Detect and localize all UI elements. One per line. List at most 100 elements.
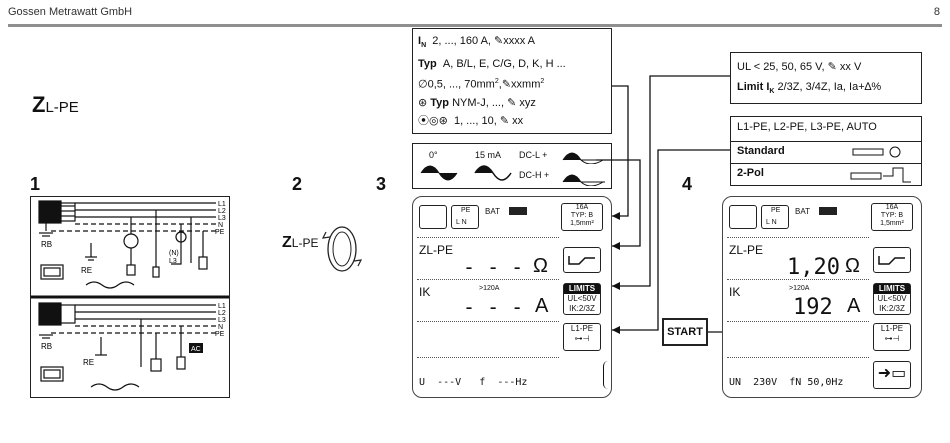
start-button[interactable]: START [662, 318, 708, 346]
ramp-button[interactable] [873, 247, 911, 273]
zlpe-label: ZL-PE [419, 243, 454, 257]
edit-icon: ✎ [507, 96, 517, 109]
pe-label-bottom: PE [215, 331, 225, 338]
edit-icon: ✎ [494, 35, 504, 47]
z-value: - - - [463, 255, 524, 279]
l2-label-bottom: L2 [218, 310, 226, 317]
limits-box: UL < 25, 50, 65 V, ✎ xx V Limit IK 2/3Z,… [730, 52, 922, 104]
ik-range: >120A [789, 285, 810, 292]
ik-unit: A [847, 295, 861, 317]
wave-dch-label: DC-H + [519, 170, 550, 180]
ik-value: 192 [793, 295, 833, 320]
mode-divider-2 [731, 163, 921, 164]
ik-unit: A [535, 295, 549, 317]
l3-label-top: L3 [218, 215, 226, 222]
mode-2pol: 2-Pol [737, 167, 764, 179]
page-title: ZL-PE [32, 92, 79, 117]
company-name: Gossen Metrawatt GmbH [8, 6, 133, 18]
re-label-top: RE [81, 266, 92, 275]
zlpe-label: ZL-PE [729, 243, 764, 257]
wave-0deg-label: 0° [429, 150, 438, 160]
battery-icon [509, 207, 527, 215]
l2-label-top: L2 [218, 208, 226, 215]
pe-label-top: PE [215, 229, 225, 236]
voltage-reading: U ---V f ---Hz [419, 377, 528, 388]
bracket-mark [603, 361, 608, 389]
mode-standard: Standard [737, 145, 785, 157]
z-unit: Ω [533, 255, 548, 277]
re-label-bottom: RE [83, 358, 94, 367]
ik-value: - - - [463, 295, 524, 319]
rb-label-top: RB [41, 240, 52, 249]
parameter-box: IN 2, ..., 160 A, ✎xxxx A Typ A, B/L, E,… [412, 28, 612, 134]
l1-label-bottom: L1 [218, 303, 226, 310]
ik-range: >120A [479, 285, 500, 292]
rated-current-row: IN 2, ..., 160 A, ✎xxxx A [418, 35, 536, 50]
step-1: 1 [30, 174, 41, 194]
rotary-switch-icon[interactable] [322, 222, 362, 276]
cable-type-row: ⊛ Typ NYM-J, ..., ✎ xyz [418, 96, 536, 109]
instrument-icon [419, 205, 447, 229]
l3-label-bottom: L3 [218, 317, 226, 324]
l1-label-top: L1 [218, 201, 226, 208]
n-label-bottom: N [218, 324, 223, 331]
edit-icon: ✎ [501, 78, 512, 91]
parallel-cables-row: ⦿◎⊛ 1, ..., 10, ✎ xx [418, 114, 524, 127]
cross-section-row: ∅0,5, ..., 70mm2,✎xxmm2 [418, 78, 545, 91]
header-rule [8, 24, 942, 27]
ramp-button[interactable] [563, 247, 601, 273]
ramp-icon [878, 256, 905, 265]
save-icon: ➜▭ [877, 365, 907, 382]
ik-label: IK [419, 285, 431, 299]
z-value: 1,20 [787, 255, 840, 280]
ramp-icon [568, 256, 595, 265]
standard-plug-icon [852, 146, 901, 158]
dc-h-wave-icon [562, 174, 605, 186]
mode-box: L1-PE, L2-PE, L3-PE, AUTO Standard 2-Pol [730, 116, 922, 186]
l1pe-button[interactable]: L1-PE⊶⊣ [873, 323, 911, 351]
two-pole-probe-icon [850, 167, 911, 183]
wave-15ma-label: 15 mA [475, 150, 502, 160]
nl3-label: (N) [169, 250, 179, 257]
voltage-reading: UN 230V fN 50,0Hz [729, 377, 844, 388]
wiring-diagram-svg: RB RE L1 L2 L3 N PE (N) L3 [31, 200, 229, 391]
battery-label: BAT [485, 207, 500, 216]
z-unit: Ω [845, 255, 860, 277]
step-3: 3 [376, 174, 387, 194]
battery-label: BAT [795, 207, 810, 216]
mode-divider [731, 141, 921, 142]
ul-limit-row: UL < 25, 50, 65 V, ✎ xx V [737, 61, 862, 73]
probe-icon: ⊶⊣ [574, 334, 590, 343]
probe-icon: ⊶⊣ [884, 334, 900, 343]
parallel-cables-icon: ⦿◎⊛ [418, 114, 448, 127]
n-label-top: N [218, 222, 223, 229]
sine-wave-icon [420, 165, 458, 181]
step-2: 2 [292, 174, 303, 194]
step-4: 4 [682, 174, 693, 194]
l1pe-button[interactable]: L1-PE⊶⊣ [563, 323, 601, 351]
ac-badge: AC [191, 346, 201, 353]
fuse-type-row: Typ A, B/L, E, C/G, D, K, H ... [418, 58, 566, 71]
cable-icon: ⊛ [418, 96, 428, 109]
edit-icon: ✎ [827, 61, 837, 73]
phase-options: L1-PE, L2-PE, L3-PE, AUTO [737, 121, 877, 133]
page-number: 8 [933, 6, 940, 18]
dc-l-wave-icon [562, 152, 605, 164]
rb-label-bottom: RB [41, 342, 52, 351]
waveform-box: 0° 15 mA DC-L + DC-H + [412, 143, 612, 189]
ik-label: IK [729, 285, 741, 299]
diameter-icon: ∅ [418, 78, 428, 91]
wiring-diagram-frame: RB RE L1 L2 L3 N PE (N) L3 [30, 196, 230, 398]
half-wave-icon [474, 165, 512, 181]
edit-icon: ✎ [499, 114, 510, 127]
save-button[interactable]: ➜▭ [873, 361, 911, 389]
nl3-label-2: L3 [169, 258, 177, 265]
